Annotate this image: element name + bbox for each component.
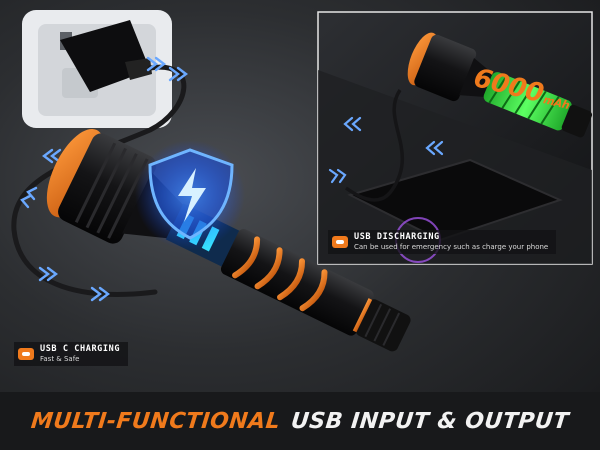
usb-discharging-inset [317, 11, 593, 265]
usb-discharging-badge: USB DISCHARGING Can be used for emergenc… [328, 230, 557, 254]
battery-capacity-unit: mAh [541, 93, 571, 113]
usb-port-icon [332, 235, 348, 248]
discharge-description: Can be used for emergency such as charge… [354, 242, 549, 251]
wall-charger-icon [60, 20, 152, 92]
flashlight-inset [407, 32, 593, 138]
footer-main-text: USB INPUT & OUTPUT [289, 408, 570, 434]
footer-banner: MULTI-FUNCTIONAL USB INPUT & OUTPUT [0, 392, 600, 450]
charge-title: USB C CHARGING [40, 344, 121, 354]
product-scene [11, 10, 593, 352]
flow-arrows-icon [20, 56, 188, 302]
flashlight-main [46, 128, 411, 352]
charge-description: Fast & Safe [40, 354, 80, 363]
charging-cable [11, 64, 187, 297]
smartphone-icon [347, 158, 563, 242]
usb-c-charging-badge: USB C CHARGING Fast & Safe [14, 342, 129, 366]
footer-accent-text: MULTI-FUNCTIONAL [30, 408, 283, 434]
inset-flow-arrows-icon [328, 116, 444, 184]
protection-shield-icon [135, 140, 245, 250]
discharge-title: USB DISCHARGING [354, 232, 440, 242]
usb-port-icon [18, 347, 34, 360]
